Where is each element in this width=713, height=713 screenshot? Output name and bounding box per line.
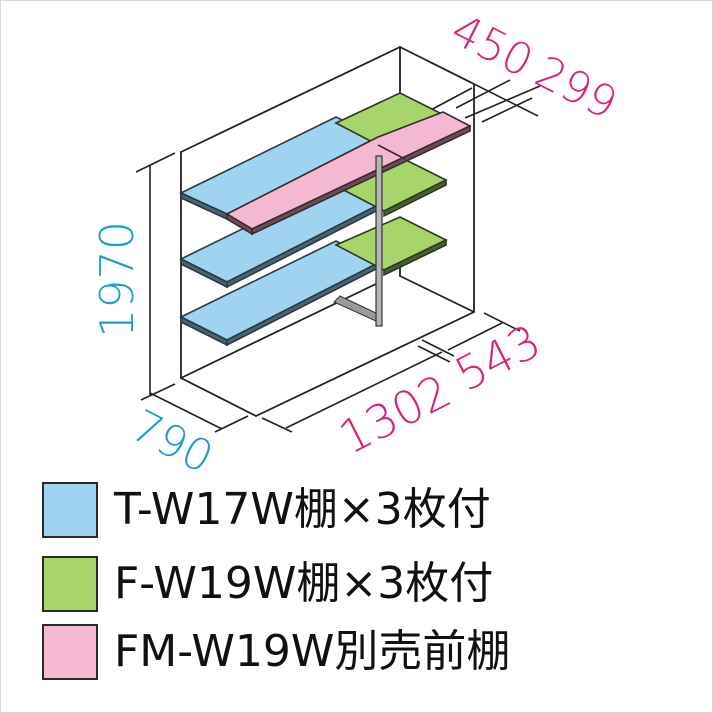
- legend-item-pink: FM-W19W別売前棚: [42, 624, 510, 680]
- shed-shelf-diagram: 1970 790 1302 543 450 299: [90, 4, 625, 470]
- dimension-depth: 790: [123, 400, 221, 470]
- legend-item-green: F-W19W棚×3枚付: [42, 556, 510, 612]
- post-foot-brace: [333, 295, 379, 323]
- dimension-lines: [135, 61, 541, 433]
- legend-label-pink: FM-W19W別売前棚: [114, 626, 511, 677]
- legend: T-W17W棚×3枚付 F-W19W棚×3枚付 FM-W19W別売前棚: [42, 482, 510, 698]
- dimension-depth-side: 299: [527, 46, 625, 130]
- dimension-height: 1970: [90, 221, 144, 338]
- legend-label-green: F-W19W棚×3枚付: [114, 558, 494, 609]
- dimension-width-side: 543: [446, 314, 549, 402]
- legend-item-blue: T-W17W棚×3枚付: [42, 482, 510, 538]
- green-swatch: [42, 556, 98, 612]
- dimension-width-main: 1302: [330, 364, 459, 465]
- pink-swatch: [42, 624, 98, 680]
- blue-swatch: [42, 482, 98, 538]
- pink-shelf: [225, 111, 472, 236]
- green-shelves: [334, 92, 448, 277]
- center-post: [375, 155, 383, 327]
- legend-label-blue: T-W17W棚×3枚付: [114, 484, 491, 535]
- shed-outline: [180, 46, 475, 417]
